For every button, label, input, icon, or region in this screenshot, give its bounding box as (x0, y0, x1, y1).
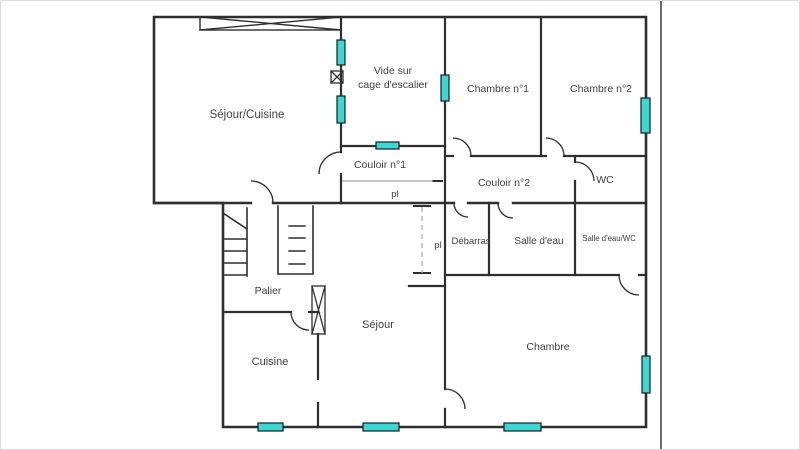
light-lines (342, 180, 433, 273)
door-arc-wc (574, 161, 595, 182)
room-label-pl-sejour: pl (434, 240, 441, 251)
crossed-beam (199, 16, 342, 31)
door-arc-salle-eau-wc (618, 274, 640, 296)
window-chambre-bas (503, 422, 542, 432)
windows-group (257, 39, 651, 432)
door-arc-sejour-cuisine (250, 180, 274, 204)
door-arcs (250, 137, 640, 410)
door-arc-couloir1 (318, 151, 342, 175)
window-chambre1 (440, 74, 450, 102)
room-label-couloir-n2: Couloir n°2 (478, 177, 530, 189)
door-arc-salle-eau (497, 202, 514, 219)
room-label-chambre: Chambre (526, 341, 569, 353)
door-arc-cuisine (290, 311, 310, 331)
door-arc-chambre-bas (444, 388, 466, 410)
door-arc-chambre1 (452, 137, 472, 157)
window-sejour-bas (362, 422, 400, 432)
room-label-sejour-cuisine: Séjour/Cuisine (210, 109, 285, 121)
window-chambre2 (640, 97, 651, 134)
pl-ticks (413, 180, 443, 274)
stair-flight-rungs (288, 225, 306, 265)
room-label-pl-couloir: pl (391, 189, 398, 200)
flue-box-small (330, 70, 344, 84)
walls-group (152, 15, 648, 429)
room-label-vide-line2: cage d'escalier (358, 79, 428, 91)
window-vide-1 (336, 39, 346, 66)
room-label-cuisine: Cuisine (252, 356, 289, 368)
room-label-debarras: Débarras (451, 236, 490, 247)
room-label-salle-eau-wc: Salle d'eau/WC (582, 234, 636, 243)
window-chambre-droite (641, 355, 651, 394)
room-labels: Séjour/Cuisine Vide sur cage d'escalier … (210, 65, 637, 368)
stair-flight-upper (277, 205, 314, 275)
flue-box-tall (311, 285, 326, 335)
room-label-couloir-n1: Couloir n°1 (354, 159, 406, 171)
room-label-sejour: Séjour (362, 319, 394, 331)
door-arc-debarras (453, 202, 469, 218)
room-label-wc: WC (596, 174, 614, 186)
radiator-couloir1 (375, 141, 400, 150)
room-label-chambre-n2: Chambre n°2 (570, 83, 632, 95)
window-cuisine-bas (257, 422, 284, 432)
staircase (221, 207, 249, 277)
room-label-vide-line1: Vide sur (374, 65, 413, 77)
room-label-palier: Palier (255, 285, 282, 297)
door-arc-chambre2 (545, 137, 565, 157)
window-vide-2 (336, 95, 346, 124)
room-label-chambre-n1: Chambre n°1 (467, 83, 529, 95)
room-label-salle-eau: Salle d'eau (514, 236, 563, 247)
